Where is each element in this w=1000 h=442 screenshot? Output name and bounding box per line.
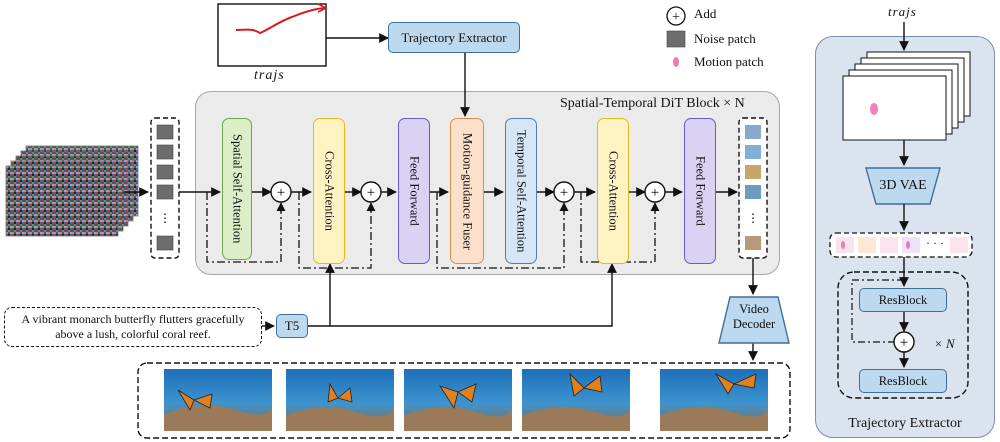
noise-patch-legend-icon (666, 30, 686, 48)
trajectory-extractor-box: Trajectory Extractor (388, 22, 520, 53)
svg-text:+: + (560, 185, 568, 201)
cross-attention-block-2: Cross-Attention (597, 118, 629, 264)
video-frame-5 (660, 369, 768, 431)
svg-text:⋮: ⋮ (159, 211, 171, 225)
text-prompt-box: A vibrant monarch butterfly flutters gra… (4, 307, 262, 347)
video-frame-1 (164, 369, 272, 431)
output-patch-column: ⋮ (738, 117, 768, 259)
legend-add-label: Add (694, 6, 717, 21)
svg-text:+: + (651, 185, 659, 201)
trajs-label: trajs (254, 68, 285, 83)
video-frame-3 (404, 369, 512, 431)
add-circle-right: + (893, 331, 915, 353)
add-circle-4: + (644, 181, 666, 203)
vae-trapezoid (865, 167, 941, 205)
video-frame-2 (286, 369, 394, 431)
motion-guidance-fuser-block: Motion-guidance Fuser (450, 118, 484, 264)
resblock-top: ResBlock (859, 288, 947, 312)
svg-text:+: + (672, 10, 680, 25)
svg-text:+: + (277, 185, 285, 201)
legend-noise-label: Noise patch (694, 31, 756, 46)
trajectory-extractor-caption: Trajectory Extractor (848, 416, 962, 431)
times-n-label: × N (934, 336, 955, 351)
svg-text:⋮: ⋮ (747, 211, 759, 225)
t5-encoder-box: T5 (276, 314, 308, 338)
add-circle-1: + (270, 181, 292, 203)
motion-frame-stack (842, 51, 971, 141)
video-decoder-shape (718, 296, 790, 344)
trajectory-thumbnail (217, 3, 328, 67)
text-prompt: A vibrant monarch butterfly flutters gra… (21, 312, 245, 341)
svg-text:+: + (900, 335, 908, 351)
spatial-self-attention-block: Spatial Self-Attention (222, 118, 252, 260)
motion-patch-ellipsis: · · · (926, 236, 944, 250)
noise-patch-column: ⋮ (150, 117, 180, 259)
add-circle-2: + (360, 181, 382, 203)
motion-patch-legend-icon (673, 57, 679, 67)
feed-forward-block-1: Feed Forward (398, 118, 430, 264)
noise-video-stack (5, 145, 139, 237)
vae-label: 3D VAE (879, 178, 927, 193)
svg-text:+: + (367, 185, 375, 201)
dit-title: Spatial-Temporal DiT Block × N (560, 96, 745, 111)
right-trajs-label: trajs (888, 4, 917, 19)
cross-attention-block-1: Cross-Attention (313, 118, 345, 264)
legend-motion-label: Motion patch (694, 54, 764, 69)
motion-patch-row (829, 232, 973, 258)
video-decoder-label: Video Decoder (732, 302, 776, 331)
add-legend-icon: + (666, 6, 686, 26)
feed-forward-block-2: Feed Forward (684, 118, 716, 264)
temporal-self-attention-block: Temporal Self-Attention (505, 118, 537, 264)
dit-block-panel (195, 91, 780, 275)
add-circle-3: + (553, 181, 575, 203)
video-frame-4 (522, 369, 630, 431)
resblock-bottom: ResBlock (859, 369, 947, 393)
